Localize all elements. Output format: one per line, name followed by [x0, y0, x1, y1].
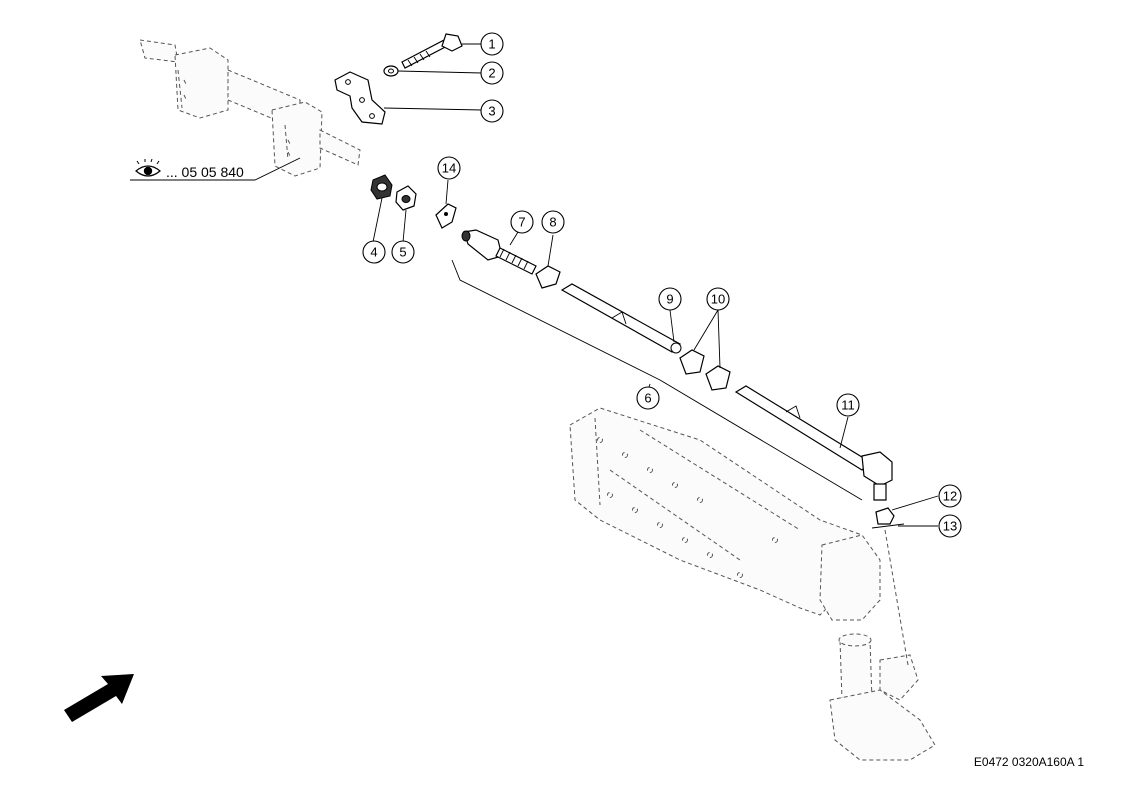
- callout-label: 2: [488, 66, 495, 81]
- part-outer-tie-rod: [734, 385, 893, 501]
- callout-label: 14: [442, 161, 456, 176]
- callout-3: 3: [480, 99, 504, 123]
- reference-indicator: ... 05 05 840: [130, 157, 301, 181]
- part-clamp-pair: [679, 349, 731, 391]
- callout-label: 8: [549, 215, 556, 230]
- arrow-icon: [64, 674, 134, 722]
- callout-10: 10: [706, 287, 730, 311]
- assembly-bracket-6: [451, 259, 863, 501]
- part-nut: [395, 185, 417, 211]
- callout-12: 12: [938, 484, 962, 508]
- callout-14: 14: [437, 156, 461, 180]
- callout-label: 3: [488, 104, 495, 119]
- part-washer: [383, 65, 399, 77]
- part-inner-ball-joint: [461, 229, 537, 275]
- drawing-code: E0472 0320A160A 1: [974, 755, 1084, 769]
- part-cotter-pin: [871, 523, 905, 529]
- callout-6: 6: [636, 386, 660, 410]
- callout-label: 7: [518, 215, 525, 230]
- callout-label: 11: [841, 398, 855, 413]
- part-castle-nut: [875, 507, 895, 525]
- beam-bolt-holes: [597, 437, 778, 578]
- axle-beam-ghost: [569, 407, 936, 761]
- callout-label: 6: [644, 391, 651, 406]
- callout-label: 4: [370, 245, 377, 260]
- callout-13: 13: [938, 514, 962, 538]
- reference-text: ... 05 05 840: [166, 164, 244, 180]
- callout-8: 8: [541, 210, 565, 234]
- eye-icon: [135, 158, 161, 177]
- axle-housing-ghost: [139, 39, 361, 177]
- callout-2: 2: [480, 61, 504, 85]
- callout-label: 13: [943, 519, 957, 534]
- part-bolt: [401, 33, 463, 69]
- callout-label: 1: [488, 37, 495, 52]
- callout-9: 9: [658, 287, 682, 311]
- part-bushing: [370, 174, 393, 200]
- callout-5: 5: [391, 240, 415, 264]
- part-clamp-small: [535, 265, 561, 289]
- callout-1: 1: [480, 32, 504, 56]
- callout-label: 10: [711, 292, 725, 307]
- callout-7: 7: [510, 210, 534, 234]
- part-lock-plate: [435, 203, 457, 229]
- callout-label: 5: [399, 245, 406, 260]
- leader-lines: [372, 43, 939, 527]
- callout-label: 12: [943, 489, 957, 504]
- part-tube: [560, 283, 682, 354]
- part-bracket: [334, 71, 386, 125]
- callout-4: 4: [362, 240, 386, 264]
- callout-11: 11: [836, 393, 860, 417]
- callout-label: 9: [666, 292, 673, 307]
